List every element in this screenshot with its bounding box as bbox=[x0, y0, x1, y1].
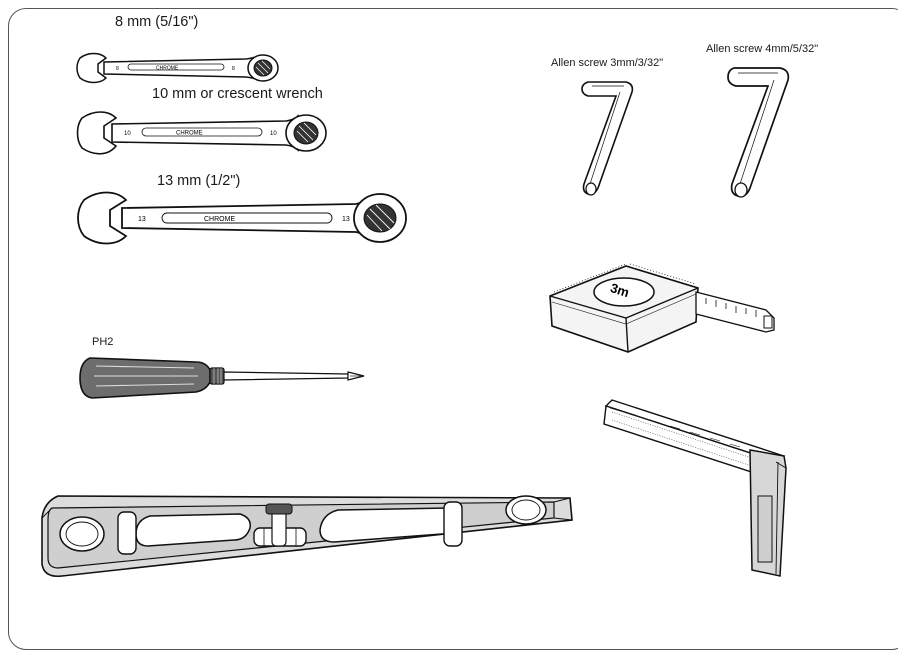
wrench-icon: 13 CHROME 13 bbox=[77, 191, 407, 245]
engraving-8-right: 8 bbox=[232, 66, 235, 72]
engraving-10-right: 10 bbox=[270, 131, 277, 137]
wrench-13mm-label: 13 mm (1/2") bbox=[157, 173, 241, 189]
allen-4mm-label: Allen screw 4mm/5/32" bbox=[706, 43, 819, 55]
engraving-8-left: 8 bbox=[116, 66, 119, 72]
try-square-icon bbox=[603, 399, 787, 577]
wrench-icon: 10 CHROME 10 bbox=[76, 111, 327, 155]
engraving-chrome: CHROME bbox=[176, 131, 203, 137]
engraving-13-right: 13 bbox=[342, 216, 350, 223]
wrench-10mm-label: 10 mm or crescent wrench bbox=[152, 86, 323, 102]
phillips-screwdriver-icon bbox=[79, 357, 365, 399]
allen-key-icon bbox=[581, 81, 634, 196]
engraving-13-left: 13 bbox=[138, 216, 146, 223]
wrench-icon: 8 CHROME 8 bbox=[76, 52, 279, 84]
screwdriver-label: PH2 bbox=[92, 336, 114, 348]
wrench-8mm-label: 8 mm (5/16") bbox=[115, 14, 199, 30]
spirit-level-icon bbox=[41, 495, 573, 578]
engraving-10-left: 10 bbox=[124, 131, 131, 137]
engraving-chrome: CHROME bbox=[204, 216, 235, 223]
tape-measure-icon: 3m bbox=[549, 263, 775, 353]
allen-key-icon bbox=[727, 67, 790, 198]
engraving-chrome: CHROME bbox=[156, 66, 179, 72]
tape-brand-text: 3m bbox=[609, 280, 632, 300]
allen-3mm-label: Allen screw 3mm/3/32" bbox=[551, 57, 664, 69]
